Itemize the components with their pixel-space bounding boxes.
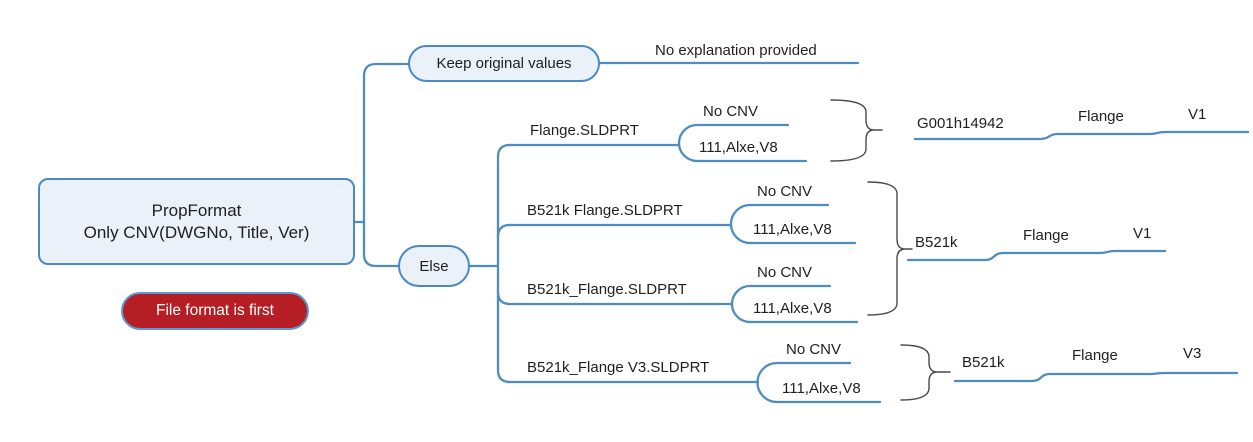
- topic-else-label: Else: [419, 257, 449, 275]
- topic-props-4[interactable]: 111,Alxe,V8: [782, 380, 861, 397]
- topic-nocnv-4[interactable]: No CNV: [786, 341, 842, 358]
- topic-no-explanation[interactable]: No explanation provided: [655, 42, 817, 59]
- topic-keep-original-values[interactable]: Keep original values: [408, 45, 600, 82]
- brace-case1: [830, 99, 883, 162]
- result-1-title[interactable]: Flange: [1078, 108, 1124, 125]
- brace-cases-2-3: [867, 181, 913, 316]
- brace-case4: [900, 344, 951, 401]
- else-branch-spine: [496, 143, 512, 384]
- result3-chain-line: [953, 371, 1239, 383]
- case3-branch-curve: [496, 290, 512, 306]
- root-topic[interactable]: PropFormat Only CNV(DWGNo, Title, Ver): [38, 178, 355, 265]
- result-2-ver[interactable]: V1: [1133, 225, 1152, 242]
- topic-file-3[interactable]: B521k_Flange.SLDPRT: [527, 281, 687, 298]
- note-callout[interactable]: File format is first: [121, 292, 309, 330]
- topic-nocnv-1[interactable]: No CNV: [703, 103, 759, 120]
- root-branch-spine: [362, 62, 410, 268]
- case2-branch-curve: [496, 223, 512, 239]
- topic-props-2[interactable]: 111,Alxe,V8: [753, 221, 832, 238]
- case1-junction-curve: [677, 123, 699, 163]
- topic-else[interactable]: Else: [398, 245, 470, 287]
- topic-nocnv-2[interactable]: No CNV: [757, 183, 813, 200]
- topic-file-1[interactable]: Flange.SLDPRT: [530, 122, 639, 139]
- result-3-ver[interactable]: V3: [1183, 345, 1202, 362]
- case3-junction-curve: [730, 284, 752, 324]
- root-topic-subtitle: Only CNV(DWGNo, Title, Ver): [83, 222, 310, 242]
- result-2-dwgno[interactable]: B521k: [915, 234, 958, 251]
- note-callout-label: File format is first: [156, 302, 274, 319]
- result-1-dwgno[interactable]: G001h14942: [917, 115, 1004, 132]
- result2-chain-line: [906, 249, 1167, 262]
- result-1-ver[interactable]: V1: [1188, 106, 1207, 123]
- topic-props-1[interactable]: 111,Alxe,V8: [699, 139, 778, 156]
- case4-junction-curve: [756, 361, 779, 404]
- result1-chain-line: [913, 130, 1250, 141]
- topic-props-3[interactable]: 111,Alxe,V8: [753, 300, 832, 317]
- result-2-title[interactable]: Flange: [1023, 227, 1069, 244]
- result-3-title[interactable]: Flange: [1072, 347, 1118, 364]
- topic-keep-label: Keep original values: [436, 55, 572, 72]
- topic-file-4[interactable]: B521k_Flange V3.SLDPRT: [527, 359, 710, 376]
- case2-junction-curve: [729, 203, 752, 245]
- root-topic-title: PropFormat: [151, 200, 242, 220]
- result-3-dwgno[interactable]: B521k: [962, 354, 1005, 371]
- topic-file-2[interactable]: B521k Flange.SLDPRT: [527, 202, 683, 219]
- topic-nocnv-3[interactable]: No CNV: [757, 264, 813, 281]
